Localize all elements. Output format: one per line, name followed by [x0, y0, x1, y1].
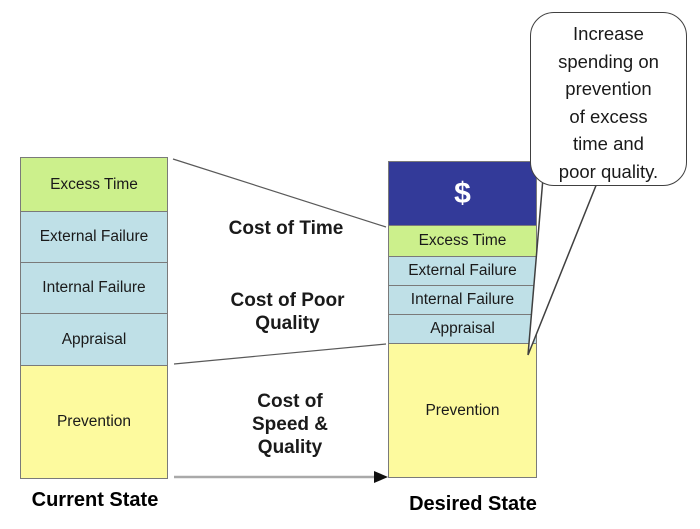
segment-internal-failure: Internal Failure: [389, 286, 536, 315]
segment-prevention: Prevention: [389, 344, 536, 477]
segment-excess-time: Excess Time: [389, 226, 536, 257]
segment-external-failure: External Failure: [389, 257, 536, 286]
segment-label-external-failure: External Failure: [39, 228, 149, 245]
segment-external-failure: External Failure: [21, 212, 167, 263]
segment-internal-failure: Internal Failure: [21, 263, 167, 314]
callout-text: Increase spending on prevention of exces…: [558, 23, 659, 182]
segment-label-prevention: Prevention: [56, 413, 132, 430]
segment-label-prevention: Prevention: [425, 401, 500, 419]
cost-of-time-label: Cost of Time: [228, 218, 344, 239]
segment-label-internal-failure: Internal Failure: [42, 279, 146, 296]
segment-label-excess-time: Excess Time: [50, 175, 138, 193]
cost-of-speed-quality-label: Cost of Speed & Quality: [251, 391, 329, 458]
segment-appraisal: Appraisal: [389, 315, 536, 344]
cost-of-poor-quality-label: Cost of Poor Quality: [230, 290, 345, 334]
segment-excess-time: Excess Time: [21, 158, 167, 212]
callout-bubble: Increase spending on prevention of exces…: [530, 12, 687, 186]
segment-label-appraisal: Appraisal: [430, 320, 495, 337]
segment-dollar: $: [389, 162, 536, 226]
segment-appraisal: Appraisal: [21, 314, 167, 366]
segment-label-appraisal: Appraisal: [61, 330, 127, 348]
segment-label-dollar: $: [454, 176, 471, 210]
segment-label-internal-failure: Internal Failure: [410, 291, 515, 308]
cost-of-quality-connector-line: [173, 343, 387, 365]
callout-tail-shape: [527, 177, 601, 356]
segment-label-excess-time: Excess Time: [418, 232, 507, 249]
current-state-label: Current State: [31, 489, 159, 511]
segment-prevention: Prevention: [21, 366, 167, 478]
state-transition-arrow-head-icon: [374, 471, 388, 483]
segment-label-external-failure: External Failure: [408, 262, 517, 279]
desired-state-label: Desired State: [409, 493, 537, 515]
